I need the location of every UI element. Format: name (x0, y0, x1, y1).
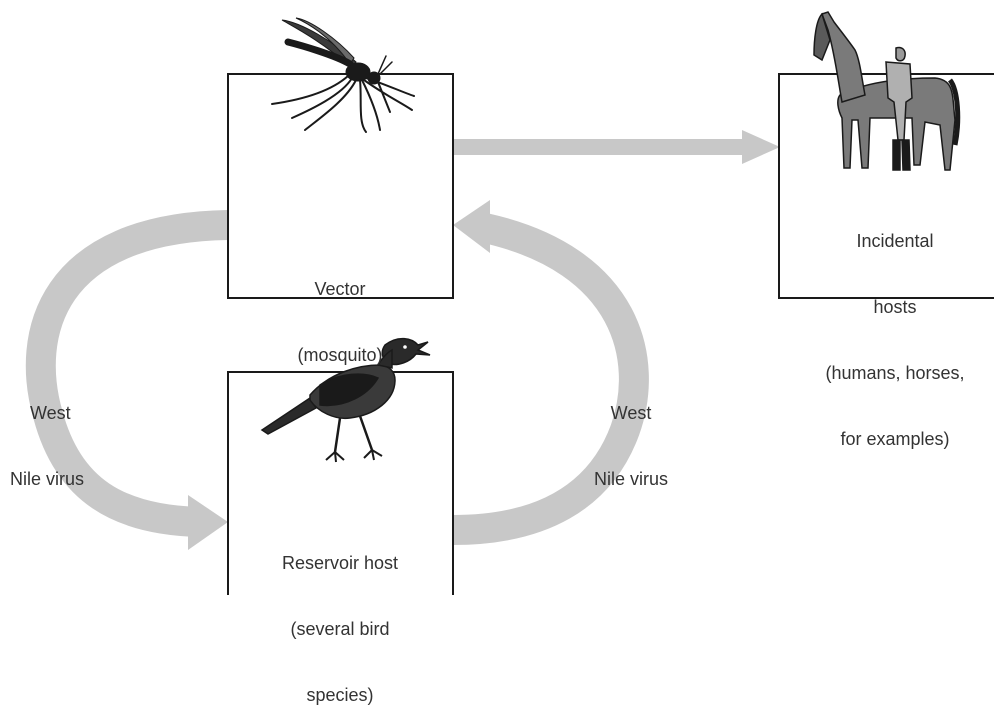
transmission-diagram: Vector (mosquito) Incidental hosts (huma… (0, 0, 994, 595)
right-edge-label: West Nile virus (576, 358, 686, 512)
incidental-label-line2: hosts (800, 296, 990, 318)
right-edge-label-line2: Nile virus (576, 468, 686, 490)
arrow-vector-to-incidental (453, 130, 780, 164)
reservoir-label-line3: species) (260, 684, 420, 706)
reservoir-label: Reservoir host (several bird species) (260, 508, 420, 728)
reservoir-label-line1: Reservoir host (260, 552, 420, 574)
incidental-label: Incidental hosts (humans, horses, for ex… (800, 186, 990, 472)
vector-label: Vector (mosquito) (280, 234, 400, 388)
vector-label-line2: (mosquito) (280, 344, 400, 366)
left-edge-label: West Nile virus (10, 358, 120, 512)
incidental-label-line4: for examples) (800, 428, 990, 450)
right-edge-label-line1: West (576, 402, 686, 424)
vector-label-line1: Vector (280, 278, 400, 300)
reservoir-label-line2: (several bird (260, 618, 420, 640)
left-edge-label-line2: Nile virus (10, 468, 120, 490)
incidental-label-line1: Incidental (800, 230, 990, 252)
incidental-label-line3: (humans, horses, (800, 362, 990, 384)
left-edge-label-line1: West (10, 402, 120, 424)
